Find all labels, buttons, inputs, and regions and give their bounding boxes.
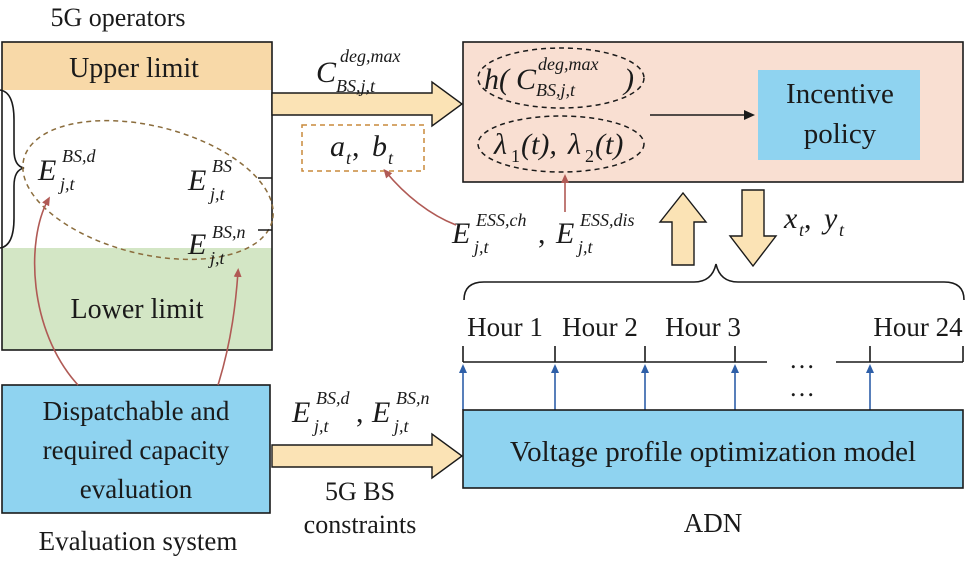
svg-text:): ) (622, 63, 634, 96)
timeline-ellipsis: … (789, 345, 815, 374)
svg-text:E: E (555, 217, 574, 250)
svg-text:C: C (316, 56, 337, 89)
svg-text:j,t: j,t (58, 174, 76, 194)
svg-text:j,t: j,t (312, 416, 330, 436)
svg-text:h(: h( (484, 63, 511, 96)
incentive-policy-line-1: Incentive (786, 78, 894, 110)
lower-limit-label: Lower limit (71, 294, 204, 325)
svg-text:(t),: (t), (521, 128, 557, 161)
hour-label-24: Hour 24 (873, 312, 963, 342)
incentive-policy-line-2: policy (804, 118, 877, 150)
svg-text:j,t: j,t (208, 184, 226, 204)
adn-to-incentive-arrow (658, 191, 708, 266)
svg-text:BS,j,t: BS,j,t (536, 80, 576, 100)
evaluation-line-3: evaluation (80, 474, 193, 504)
svg-text:E: E (187, 164, 206, 197)
svg-text:BS,j,t: BS,j,t (336, 76, 376, 96)
upper-limit-band (2, 42, 272, 90)
eval-to-e-bs-n-arrow (217, 268, 242, 386)
ess-to-price-arrow (383, 168, 457, 226)
svg-text:,: , (352, 130, 360, 163)
c-deg-max-label: C deg,max BS,j,t (316, 46, 400, 96)
svg-text:(t): (t) (595, 128, 623, 161)
svg-text:E: E (291, 396, 310, 429)
evaluation-box (1, 384, 271, 514)
svg-text:BS,n: BS,n (212, 222, 246, 242)
svg-text:E: E (37, 154, 56, 187)
adn-caption: ADN (684, 508, 743, 538)
svg-text:t: t (799, 220, 805, 240)
operators-title: 5G operators (50, 3, 185, 32)
svg-text:deg,max: deg,max (538, 54, 598, 74)
svg-text:2: 2 (585, 146, 594, 166)
evaluation-line-1: Dispatchable and (43, 396, 230, 426)
svg-text:λ: λ (493, 128, 507, 161)
svg-text:ESS,dis: ESS,dis (579, 210, 635, 230)
bottom-block-arrow (271, 432, 464, 480)
operators-box (1, 41, 273, 351)
svg-text:,: , (356, 396, 364, 429)
h-function-ellipse (477, 47, 645, 109)
svg-text:E: E (187, 228, 206, 261)
e-bs-d-label: E BS,d j,t (37, 146, 96, 194)
svg-text:BS: BS (212, 156, 232, 176)
svg-text:y: y (821, 202, 838, 235)
svg-text:BS,d: BS,d (316, 388, 350, 408)
svg-text:a: a (330, 130, 345, 163)
svg-text:1: 1 (511, 146, 520, 166)
voltage-model-box (462, 409, 964, 489)
e-bs-n-label: E BS,n j,t (187, 222, 246, 268)
svg-text:ESS,ch: ESS,ch (475, 210, 526, 230)
svg-text:BS,n: BS,n (396, 388, 430, 408)
svg-text:deg,max: deg,max (340, 46, 400, 66)
bottom-e-labels: E BS,d j,t , E BS,n j,t (291, 388, 430, 436)
hour-label-1: Hour 1 (467, 312, 543, 342)
svg-text:j,t: j,t (576, 237, 594, 257)
svg-text:x: x (783, 202, 798, 235)
hour-label-2: Hour 2 (562, 312, 638, 342)
hours-brace (463, 263, 965, 301)
svg-text:,: , (538, 217, 546, 250)
lambda-ellipse (477, 115, 645, 173)
incentive-policy-box (758, 70, 920, 160)
voltage-model-label: Voltage profile optimization model (510, 436, 916, 468)
svg-text:j,t: j,t (392, 416, 410, 436)
capacity-range-brace (0, 89, 25, 249)
lambda-label: λ 1 (t), λ 2 (t) (493, 128, 623, 166)
svg-text:E: E (451, 217, 470, 250)
svg-text:t: t (388, 148, 394, 168)
constraints-line-1: 5G BS (325, 477, 395, 506)
arrows-ellipsis: … (789, 373, 815, 402)
svg-text:t: t (346, 148, 352, 168)
svg-text:C: C (516, 63, 537, 96)
evaluation-line-2: required capacity (43, 435, 230, 465)
top-block-arrow (271, 80, 464, 128)
svg-text:j,t: j,t (472, 237, 490, 257)
evaluation-caption: Evaluation system (39, 526, 238, 556)
price-params-label: a t , b t (330, 130, 394, 168)
svg-text:b: b (372, 130, 387, 163)
e-bs-label: E BS j,t (187, 156, 232, 204)
upper-limit-label: Upper limit (69, 53, 199, 84)
xy-label: x t , y t (783, 202, 845, 240)
dispatchable-capacity-ellipse (22, 119, 274, 261)
price-params-box (301, 124, 425, 172)
eval-to-e-bs-d-arrow (33, 196, 79, 386)
svg-text:E: E (371, 396, 390, 429)
svg-text:λ: λ (567, 128, 581, 161)
svg-text:j,t: j,t (208, 248, 226, 268)
hour-label-3: Hour 3 (665, 312, 741, 342)
svg-text:t: t (839, 220, 845, 240)
ess-label: E ESS,ch j,t , E ESS,dis j,t (451, 210, 635, 257)
h-function-label: h( C deg,max BS,j,t ) (484, 54, 634, 100)
svg-text:,: , (804, 202, 812, 235)
constraints-line-2: constraints (304, 510, 417, 539)
incentive-to-adn-arrow (728, 189, 778, 268)
svg-text:BS,d: BS,d (62, 146, 96, 166)
